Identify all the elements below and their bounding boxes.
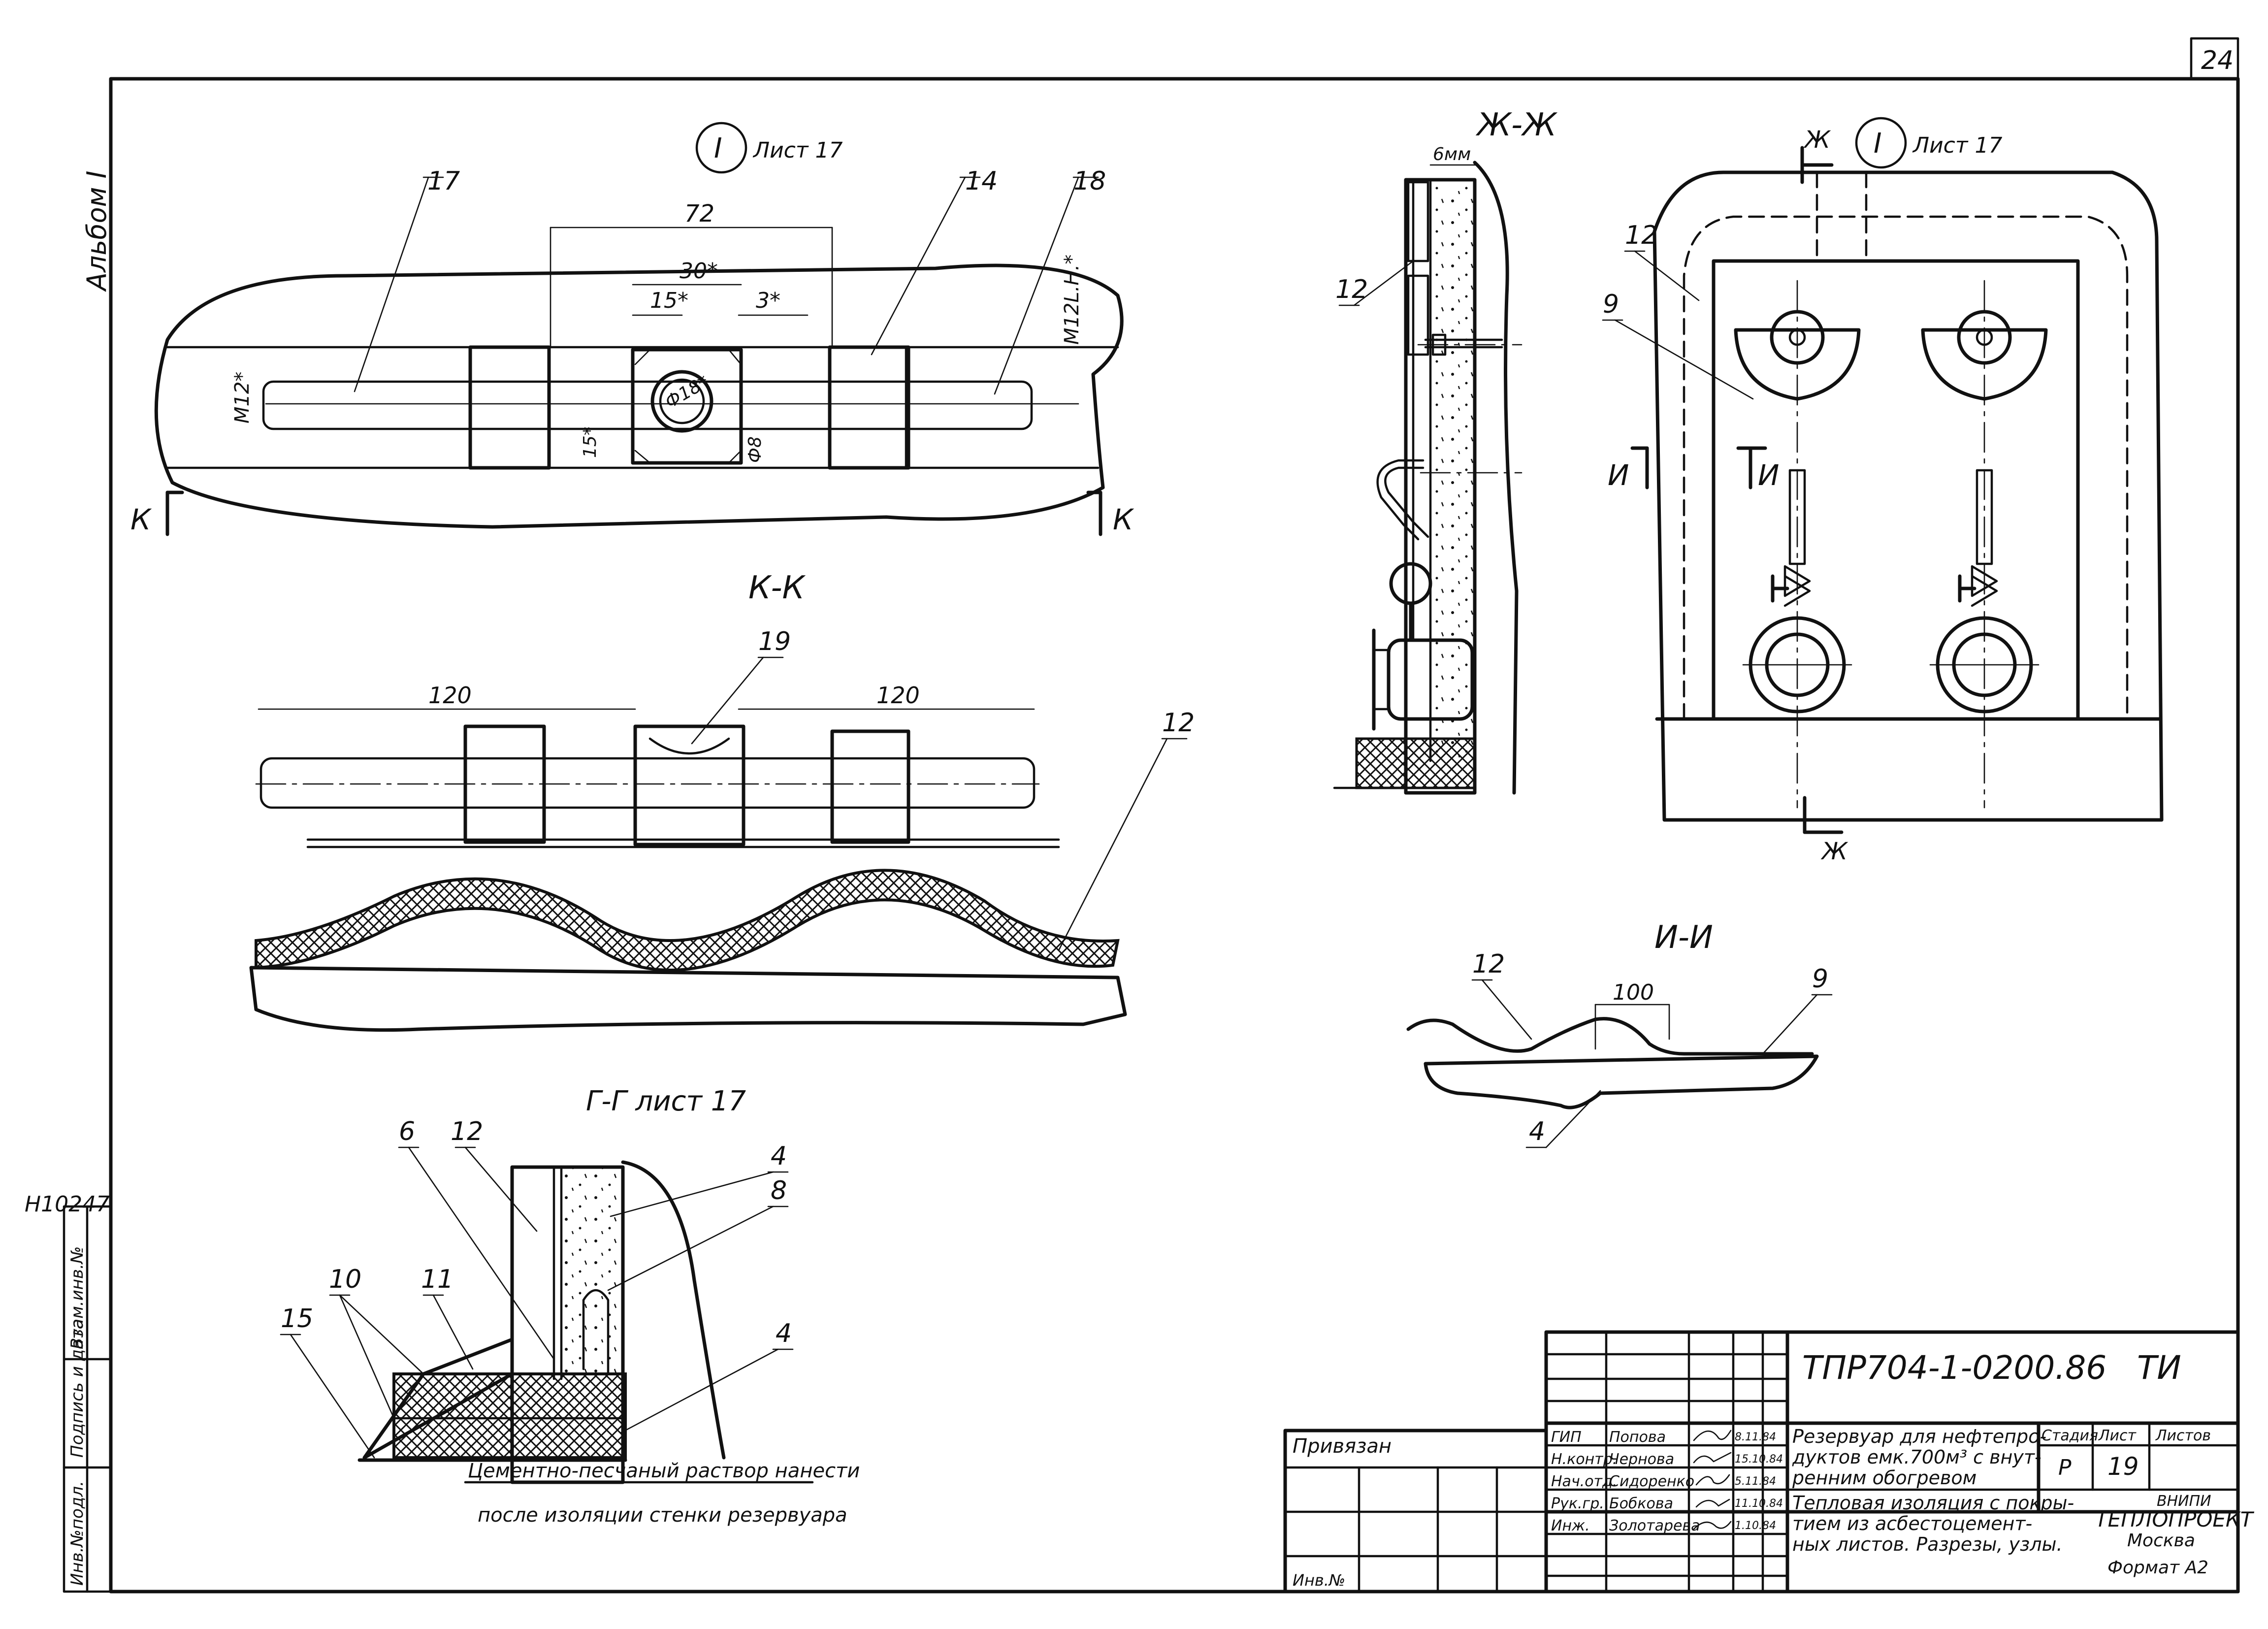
inventory-stamp: Н10247	[25, 1192, 110, 1217]
callout-17-top: 17	[427, 166, 460, 196]
date-0: 8.11.84	[1735, 1431, 1776, 1443]
album-label: Альбом I	[81, 171, 112, 292]
view-zz: Ж-Ж 6мм 12	[1333, 107, 1558, 795]
callout-10: 10	[329, 1265, 361, 1294]
name-3: Бобкова	[1609, 1495, 1673, 1512]
dim-72: 72	[684, 200, 714, 228]
dim-phi8: Ф8	[745, 436, 765, 463]
role-gip: ГИП	[1551, 1429, 1582, 1446]
sec-i-right: И	[1758, 458, 1779, 492]
callout-11: 11	[421, 1265, 454, 1294]
view-top-plan: 72 30* 15* 3* М12* М12L.Н.* Ф18* Ф8 15* …	[130, 122, 1134, 536]
dim-15v: 15*	[580, 426, 600, 458]
drawing-code: ТПР704-1-0200.86	[1802, 1349, 2106, 1387]
callout-9-ii: 9	[1812, 964, 1828, 994]
page-number: 24	[2201, 46, 2234, 75]
strip-inv: Инв.№подл.	[67, 1481, 87, 1586]
view-kk: К-К 120 120 19 12	[249, 570, 1195, 1032]
dim-120-right: 120	[876, 682, 920, 709]
callout-8: 8	[771, 1176, 787, 1205]
role-inzh: Инж.	[1551, 1517, 1590, 1534]
dim-100: 100	[1613, 980, 1654, 1005]
callout-4-ii: 4	[1529, 1117, 1545, 1146]
sec-zh-bottom: Ж	[1820, 838, 1848, 865]
role-nkontr: Н.контр.	[1551, 1451, 1617, 1468]
sheets-label: Листов	[2155, 1427, 2211, 1444]
view-right-elevation: I Лист 17 Ж Ж И И 12 9	[1602, 117, 2164, 865]
callout-6: 6	[399, 1117, 415, 1146]
view-gg: Г-Г лист 17 Цементно-песчаный раствор на…	[280, 1085, 860, 1527]
strip-sign: Подпись и дата	[67, 1319, 87, 1458]
sheet-value: 19	[2107, 1452, 2139, 1481]
ref-title-right: Лист 17	[1912, 133, 2002, 158]
ref-title-top: Лист 17	[752, 138, 842, 163]
callout-12-gg: 12	[451, 1117, 483, 1146]
sheet-line-2: тием из асбестоцемент-	[1792, 1513, 2032, 1534]
callout-15: 15	[281, 1304, 313, 1334]
date-3: 11.10.84	[1735, 1498, 1783, 1510]
sheet-line-1: Тепловая изоляция с покры-	[1792, 1492, 2074, 1514]
dim-m12lh: М12L.Н.*	[1061, 255, 1083, 345]
sheet-line-3: ных листов. Разрезы, узлы.	[1792, 1533, 2063, 1555]
org-line-2: ТЕПЛОПРОЕКТ	[2095, 1507, 2255, 1531]
title-kk: К-К	[748, 570, 806, 606]
note-line-1: Цементно-песчаный раствор нанести	[468, 1460, 860, 1482]
org-line-1: ВНИПИ	[2157, 1493, 2211, 1510]
ref-mark-right: I	[1874, 128, 1882, 160]
callout-18: 18	[1073, 166, 1106, 196]
dim-3: 3*	[756, 288, 780, 313]
drawing-mark: ТИ	[2137, 1349, 2181, 1387]
object-line-1: Резервуар для нефтепро-	[1792, 1426, 2046, 1447]
callout-14: 14	[965, 166, 998, 196]
sheet-label: Лист	[2098, 1427, 2137, 1444]
dim-15: 15*	[650, 288, 688, 313]
date-2: 5.11.84	[1735, 1475, 1776, 1488]
dim-phi18: Ф18*	[662, 372, 713, 413]
ref-mark-top: I	[714, 132, 722, 164]
callout-12-ii: 12	[1472, 949, 1505, 979]
callout-9-right: 9	[1603, 290, 1619, 319]
name-4: Золотарева	[1609, 1517, 1700, 1534]
strip-replaces: Взам.инв.№	[67, 1246, 87, 1349]
sheet-frame: 24 Альбом I Н10247 Инв.№подл. Подпись и …	[25, 37, 2240, 1594]
callout-4-top: 4	[771, 1141, 787, 1171]
stage-label: Стадия	[2041, 1427, 2098, 1444]
title-gg: Г-Г лист 17	[586, 1085, 746, 1117]
privyazan: Привязан	[1293, 1435, 1392, 1458]
sec-zh-top: Ж	[1803, 126, 1831, 154]
date-4: 1.10.84	[1735, 1520, 1776, 1532]
section-k-left: К	[130, 503, 152, 536]
callout-19: 19	[758, 627, 791, 656]
sec-i-left: И	[1608, 458, 1629, 492]
inv-no: Инв.№	[1293, 1571, 1345, 1590]
dim-6mm: 6мм	[1433, 144, 1471, 164]
callout-12-kk: 12	[1162, 708, 1195, 738]
callout-12-zz: 12	[1335, 275, 1368, 304]
dim-120-left: 120	[428, 682, 472, 709]
title-zz: Ж-Ж	[1475, 107, 1558, 143]
section-k-right: К	[1113, 503, 1134, 536]
format-label: Формат А2	[2107, 1558, 2208, 1578]
role-nachotd: Нач.отд.	[1551, 1473, 1617, 1490]
object-line-2: дуктов емк.700м³ с внут-	[1792, 1446, 2041, 1468]
view-ii: И-И 100 12 9 4	[1406, 919, 1833, 1148]
date-1: 15.10.84	[1735, 1453, 1783, 1466]
stage-value: Р	[2058, 1455, 2072, 1480]
title-block: Привязан Инв.№ ГИП Н.контр. Нач.отд. Рук…	[1283, 1330, 2255, 1594]
dim-30: 30*	[680, 259, 718, 284]
org-line-3: Москва	[2127, 1531, 2195, 1551]
name-2: Сидоренко	[1609, 1473, 1694, 1490]
note-line-2: после изоляции стенки резервуара	[478, 1504, 847, 1527]
object-line-3: ренним обогревом	[1792, 1467, 1976, 1489]
title-ii: И-И	[1654, 919, 1713, 956]
dim-m12: М12*	[231, 372, 254, 424]
name-0: Попова	[1609, 1429, 1666, 1446]
name-1: Чернова	[1609, 1451, 1674, 1468]
callout-4-bottom: 4	[776, 1319, 792, 1348]
role-rukgr: Рук.гр.	[1551, 1495, 1604, 1512]
callout-12-right: 12	[1625, 221, 1657, 250]
